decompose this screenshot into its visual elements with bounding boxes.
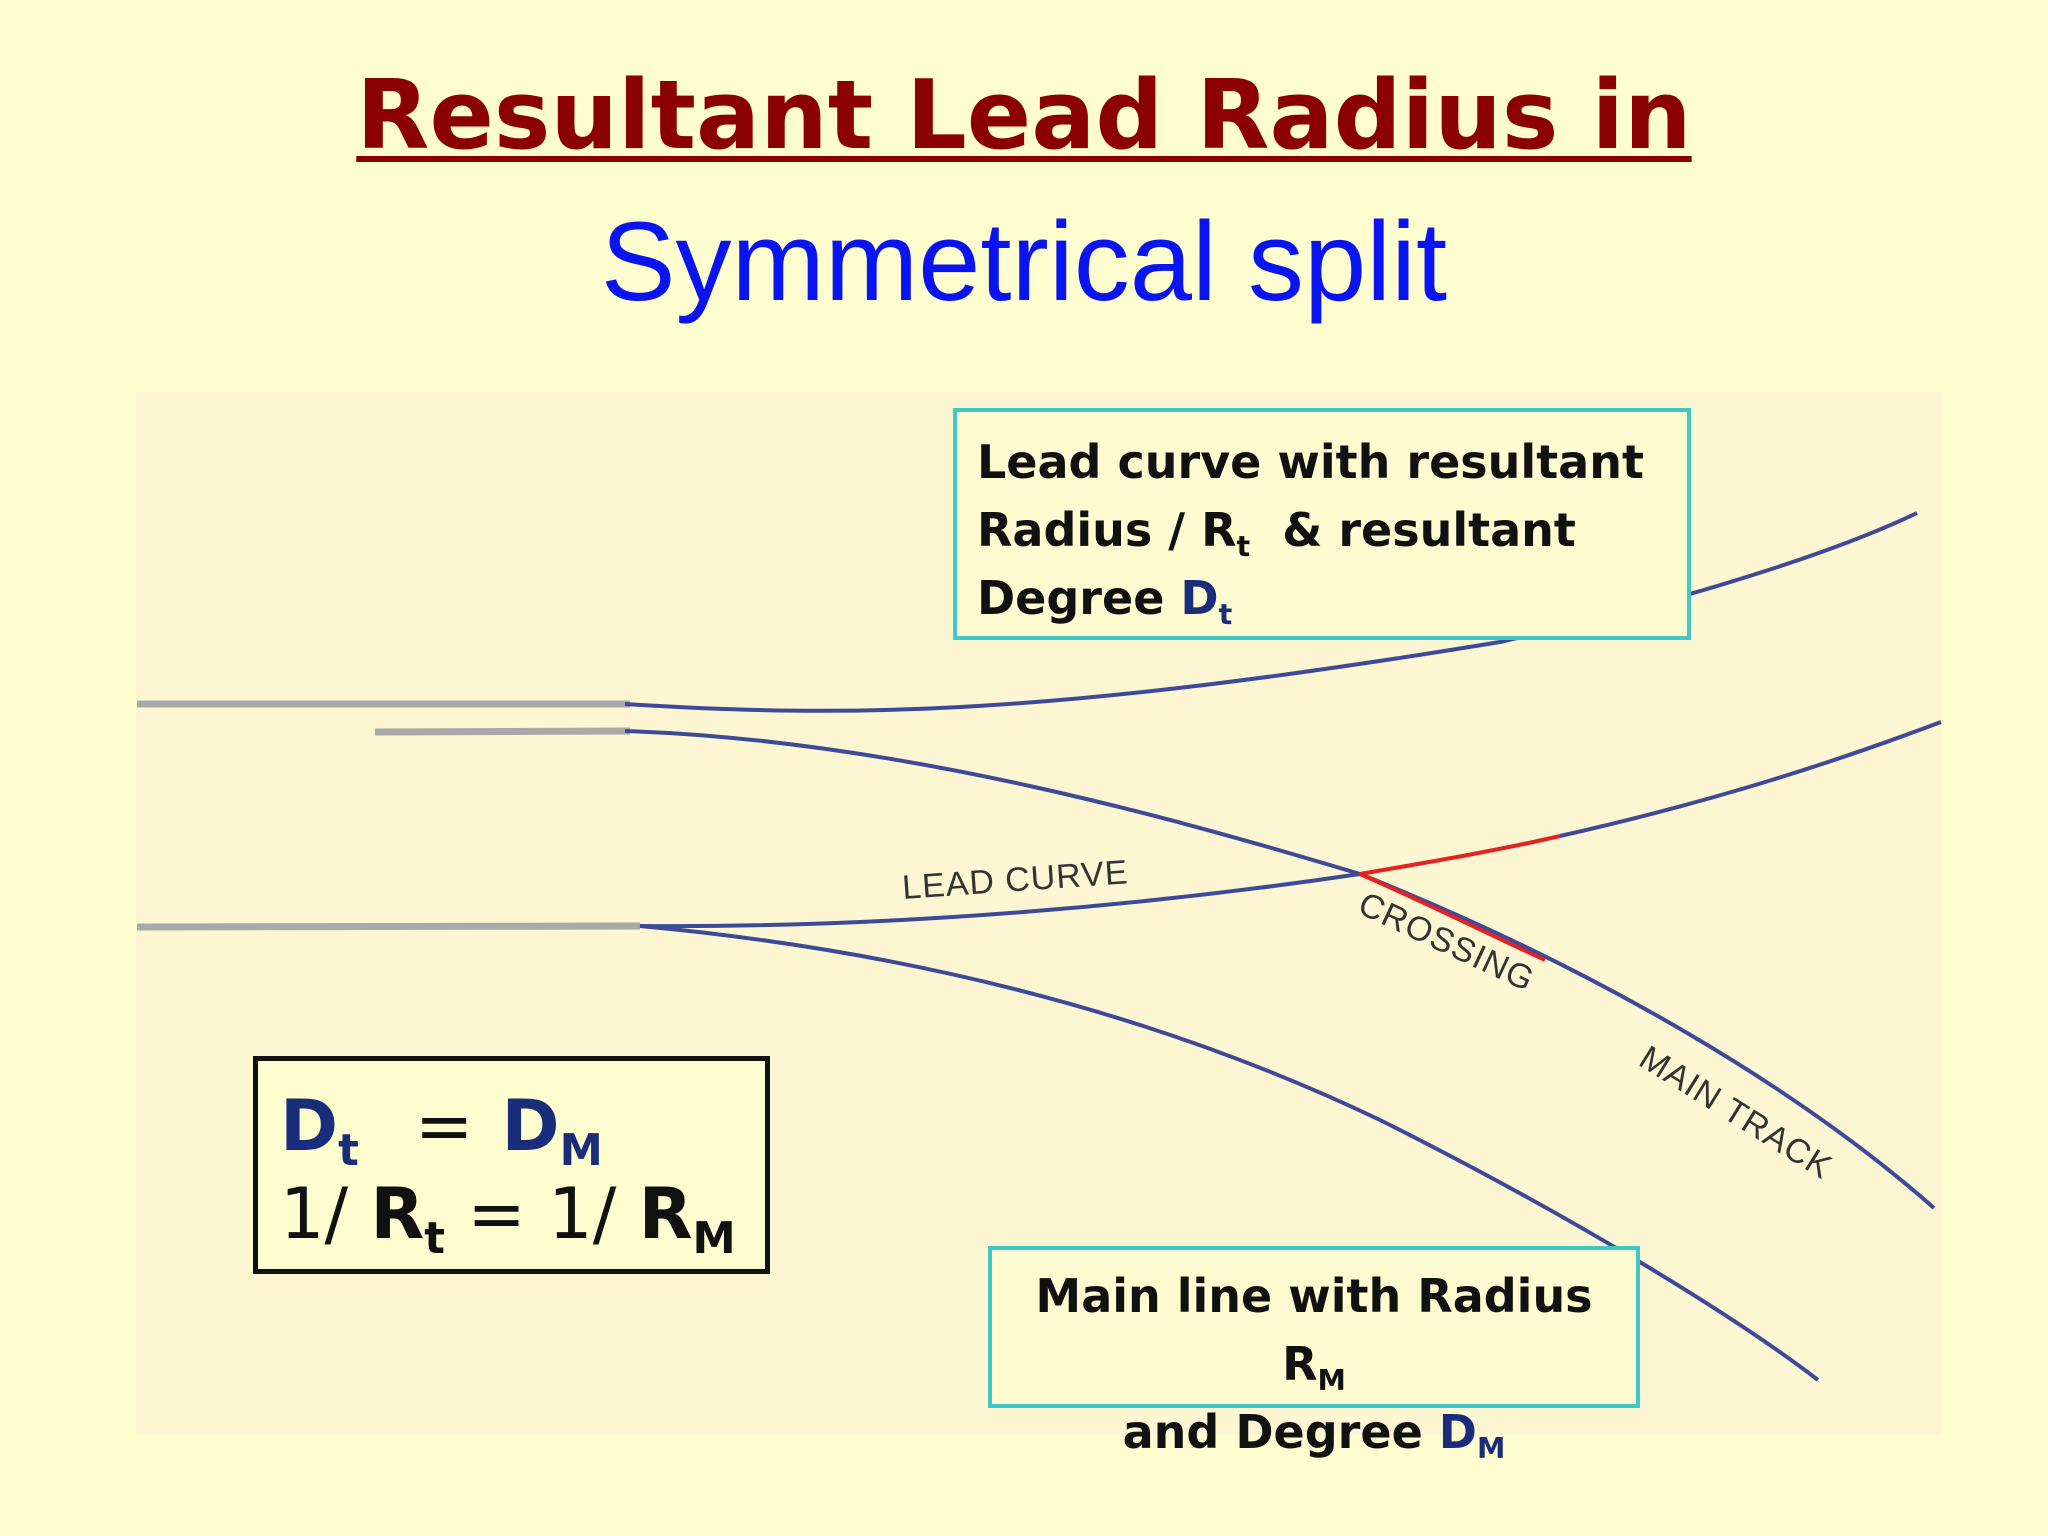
stock-rail-inner [374,727,631,736]
callout-bottom-line2: and Degree DM [1122,1405,1506,1465]
slide-title: Resultant Lead Radius in [0,61,2048,171]
callout-top-line2: Radius / Rt & resultant [977,503,1576,563]
slide-subtitle: Symmetrical split [600,199,1448,324]
callout-bottom-line1: Main line with Radius RM [1035,1269,1593,1397]
lead-curve-top-rail [624,511,1918,713]
lead-curve-label: LEAD CURVE [901,853,1130,907]
lead-curve-continuation [1559,720,1942,838]
callout-top-line1: Lead curve with resultant [977,435,1644,489]
title-line1: Resultant Lead Radius in [356,61,1692,171]
crossing-nose-rail [1359,872,1546,962]
main-track-lower-rail [639,924,1820,1382]
formula-radius-equation: 1/ Rt = 1/ RM [280,1173,736,1265]
lead-curve-lower-rail [639,872,1361,929]
main-track-upper-rail [624,729,1936,1210]
crossing-wing-rail [1359,834,1561,876]
formula-box: Dt=DM 1/ Rt = 1/ RM [253,1056,770,1274]
callout-top-line3: Degree Dt [977,571,1233,631]
main-line-callout: Main line with Radius RM and Degree DM [988,1246,1640,1463]
stock-rail-bottom [136,922,641,931]
lead-curve-callout: Lead curve with resultant Radius / Rt & … [953,408,1691,640]
formula-degree-equation: Dt=DM [280,1085,603,1177]
